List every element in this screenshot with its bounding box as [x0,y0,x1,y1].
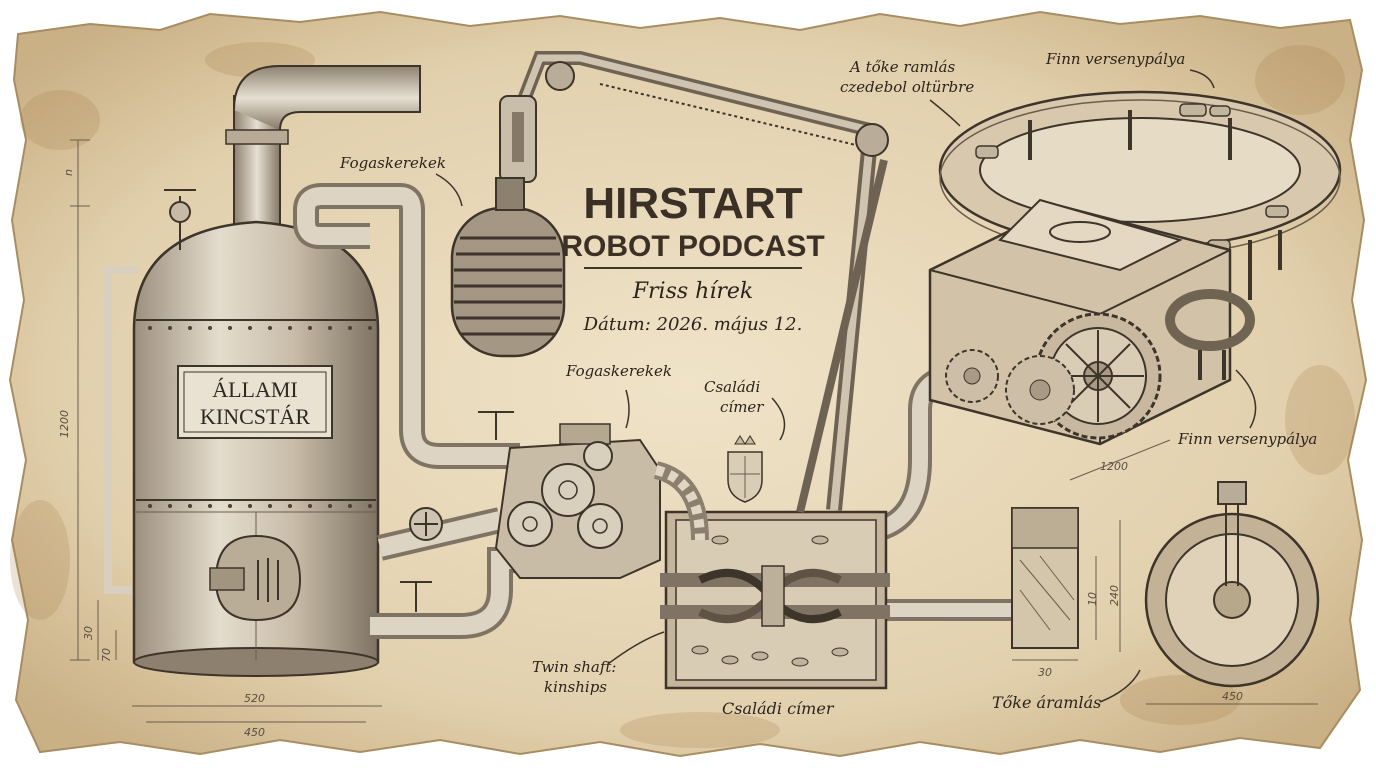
tank-label-line1: ÁLLAMI [212,377,298,402]
tank-dim-inner: 450 [244,726,265,739]
tank-label-line2: KINCSTÁR [200,404,310,429]
poster-subtitle: ROBOT PODCAST [561,230,824,263]
tank-dim-top: n [62,169,75,176]
label-crest-bottom: Családi címer [722,699,835,718]
crest-icon [727,435,763,503]
label-track-side: Finn versenypálya [1177,430,1317,448]
block-dim-width: 30 [1038,666,1052,679]
microphone-boom [450,51,889,513]
tank-dim-height: 1200 [58,410,71,438]
label-crest-2: címer [720,398,764,416]
treasury-tank: ÁLLAMI KINCSTÁR [104,65,421,677]
wheel-cross-section: 450 [1144,481,1320,705]
poster-tagline: Friss hírek [632,279,753,304]
gearbox [494,423,661,579]
race-track-machine: 1200 [928,90,1342,481]
tank-dim-b: 70 [100,648,113,662]
microphone-icon [450,177,566,358]
label-crest-1: Családi [704,378,760,396]
tank-dim-a: 30 [82,626,95,640]
block-dim-a: 10 [1086,592,1099,606]
twin-shaft-box [653,461,890,690]
poster-text-block: HIRSTART ROBOT PODCAST Friss hírek Dátum… [561,179,824,335]
label-track-top: Finn versenypálya [1045,50,1185,68]
track-base-dimension: 1200 [1100,460,1128,473]
wheel-dim: 450 [1222,690,1243,703]
label-flow-top-2: czedebol oltürbre [840,78,974,96]
label-gears-middle: Fogaskerekek [565,362,672,380]
block-dim-b: 240 [1108,585,1121,606]
poster-title: HIRSTART [583,179,802,228]
gear-icon [945,312,1162,440]
tank-label-plate [177,365,333,439]
paper-stains [10,42,1355,748]
gear-icon [507,441,623,549]
annotations: Fogaskerekek Fogaskerekek Családi címer … [339,50,1317,718]
poster-date: Dátum: 2026. május 12. [583,314,803,335]
label-twin-1: Twin shaft: [532,658,616,676]
label-flow-bottom: Tőke áramlás [992,693,1101,712]
label-twin-2: kinships [544,678,607,696]
label-flow-top-1: A tőke ramlás [848,58,955,76]
flow-block: 10 240 30 [1011,507,1121,679]
valve-wheel-icon [169,201,191,223]
tank-dimensions: n 1200 30 70 520 450 [58,139,382,739]
tank-dim-outer: 520 [244,692,265,705]
label-gears-top: Fogaskerekek [339,154,446,172]
